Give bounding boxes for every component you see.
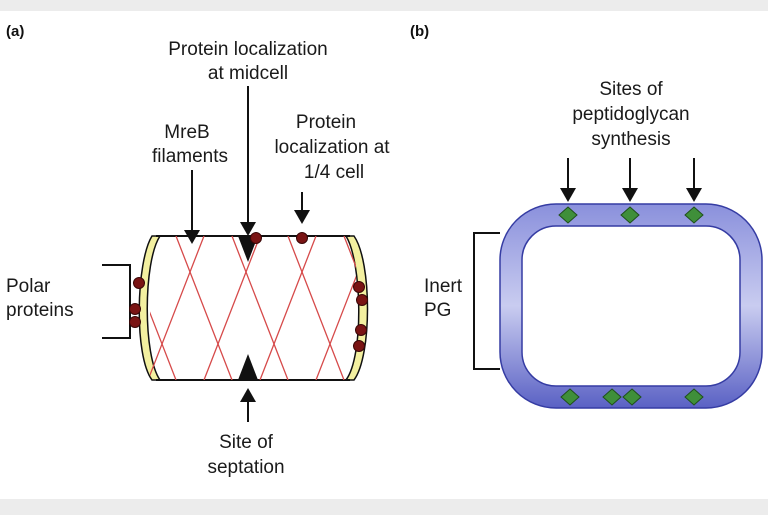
- septum-bottom-triangle: [238, 354, 258, 380]
- mreb-strands-forward: [150, 236, 356, 380]
- bottom-border-band: [0, 499, 768, 515]
- label-inert-line2: PG: [424, 300, 451, 321]
- label-septation-line1: Site of: [219, 432, 274, 453]
- synthesis-site-diamond: [622, 388, 642, 406]
- label-sites-line1: Sites of: [599, 79, 663, 100]
- synthesis-site-diamond: [620, 206, 640, 224]
- right-pole-protein-dot: [355, 324, 367, 336]
- inert-pg-bracket: [473, 232, 500, 370]
- label-mreb-line1: MreB: [164, 122, 209, 143]
- label-septation-line2: septation: [207, 457, 284, 478]
- cell-b-wall: [499, 203, 763, 409]
- label-mreb-line2: filaments: [152, 146, 228, 167]
- mreb-helix: [150, 236, 356, 380]
- top-border-band: [0, 0, 768, 11]
- synthesis-site-diamond: [602, 388, 622, 406]
- label-inert-line1: Inert: [424, 276, 463, 297]
- label-quarter-line2: localization at: [274, 137, 390, 158]
- synthesis-site-diamond: [684, 388, 704, 406]
- label-polar-line1: Polar: [6, 276, 51, 297]
- right-pole-cap: [344, 235, 369, 381]
- arrowhead-quarter-cell: [294, 210, 310, 224]
- left-pole-protein-dot: [129, 303, 141, 315]
- synthesis-site-diamond: [560, 388, 580, 406]
- synthesis-site-diamond: [558, 206, 578, 224]
- right-pole-protein-dot: [356, 294, 368, 306]
- label-polar-line2: proteins: [6, 300, 74, 321]
- right-pole-protein-dot: [353, 281, 365, 293]
- polar-bracket: [102, 264, 131, 339]
- arrowhead-septation: [240, 388, 256, 402]
- right-pole-protein-dot: [353, 340, 365, 352]
- label-quarter-line1: Protein: [296, 112, 356, 133]
- midcell-protein-dot: [250, 232, 262, 244]
- mreb-strands-back: [150, 236, 356, 380]
- quarter-cell-protein-dot: [296, 232, 308, 244]
- label-sites-line2: peptidoglycan: [572, 104, 689, 125]
- panel-b-letter: (b): [410, 23, 429, 40]
- protein-dots: [129, 232, 368, 352]
- arrowhead-synthesis-site-3: [686, 188, 702, 202]
- arrowhead-synthesis-site-1: [560, 188, 576, 202]
- label-sites-line3: synthesis: [591, 129, 670, 150]
- arrowhead-synthesis-site-2: [622, 188, 638, 202]
- label-midcell-line2: at midcell: [208, 63, 288, 84]
- arrowhead-midcell: [240, 222, 256, 236]
- left-pole-protein-dot: [133, 277, 145, 289]
- synthesis-sites: [558, 206, 704, 406]
- panel-a-letter: (a): [6, 23, 24, 40]
- left-pole-protein-dot: [129, 316, 141, 328]
- label-midcell-line1: Protein localization: [168, 39, 327, 60]
- label-quarter-line3: 1/4 cell: [304, 162, 364, 183]
- synthesis-site-diamond: [684, 206, 704, 224]
